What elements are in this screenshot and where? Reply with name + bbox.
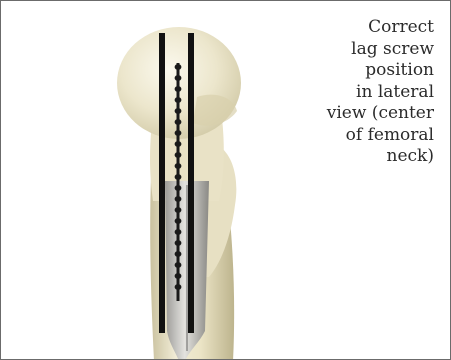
caption: Correct lag screw position in lateral vi… (284, 17, 434, 168)
caption-line: of femoral (284, 125, 434, 147)
guide-bar-right (188, 33, 194, 333)
caption-line: view (center (284, 103, 434, 125)
guide-bar-left (159, 33, 165, 333)
caption-line: position (284, 60, 434, 82)
caption-line: Correct (284, 17, 434, 39)
caption-line: lag screw (284, 39, 434, 61)
caption-line: neck) (284, 146, 434, 168)
caption-line: in lateral (284, 82, 434, 104)
